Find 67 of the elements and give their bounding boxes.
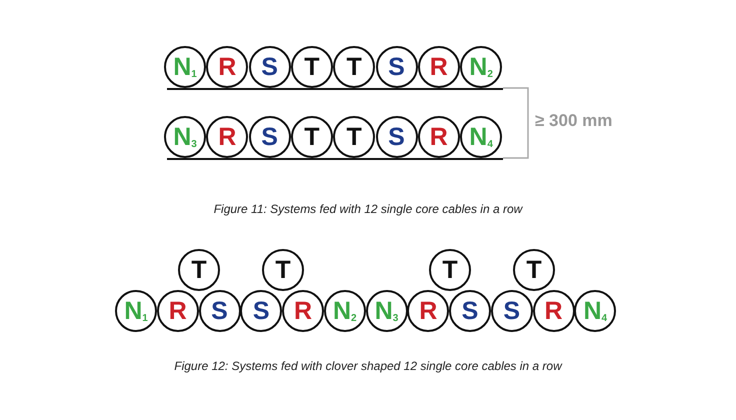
cable-circle: [376, 116, 418, 158]
phase-letter: R: [168, 298, 187, 324]
phase-letter: T: [304, 54, 320, 80]
phase-letter: S: [388, 124, 405, 150]
phase-letter: N$_{2}$: [332, 298, 357, 324]
phase-letter: S: [252, 298, 270, 324]
cable-circle: [333, 46, 376, 88]
phase-letter: S: [462, 298, 478, 324]
phase-letter: N$_{1}$: [173, 54, 197, 80]
cable-circle: [240, 290, 282, 332]
cable-circle: [366, 290, 408, 332]
phase-letter: R: [430, 54, 448, 80]
cable-circle: [407, 290, 450, 332]
phase-letter: R: [218, 54, 236, 80]
phase-letter: N$_{3}$: [173, 124, 197, 150]
phase-letter: T: [346, 124, 362, 150]
cable-circle: [164, 46, 206, 88]
cable-circle: [156, 290, 199, 332]
cable-circle: [418, 46, 460, 88]
phase-letter: N$_{4}$: [583, 298, 608, 324]
cable-circle: [248, 46, 291, 88]
cable-circle: [532, 290, 574, 332]
phase-letter: R: [430, 124, 448, 150]
cable-circle: [262, 249, 304, 291]
figure-caption: Figure 11: Systems fed with 12 single core cables in a row: [214, 202, 522, 216]
phase-letter: S: [261, 124, 278, 150]
cable-circle: [206, 46, 248, 88]
cable-circle: [248, 116, 291, 158]
phase-letter: N$_{3}$: [374, 298, 398, 324]
phase-letter: T: [526, 258, 542, 282]
phase-letter: R: [544, 298, 563, 324]
phase-letter: T: [191, 258, 207, 282]
cable-circle: [574, 290, 616, 332]
phase-letter: S: [388, 54, 405, 80]
figure-caption: Figure 12: Systems fed with clover shaped 12 single core cables in a row: [174, 359, 562, 373]
phase-letter: S: [503, 298, 520, 324]
dimension-label: ≥ 300 mm: [535, 111, 612, 131]
cable-circle: [513, 249, 555, 291]
phase-letter: N$_{1}$: [124, 298, 148, 324]
phase-letter: T: [346, 54, 362, 80]
cable-circle: [178, 249, 220, 291]
phase-letter: T: [304, 124, 320, 150]
cable-circle: [376, 46, 418, 88]
phase-letter: R: [294, 298, 312, 324]
cable-circle: [282, 290, 324, 332]
cable-circle: [290, 46, 333, 88]
cable-circle: [206, 116, 248, 158]
cable-circle: [418, 116, 460, 158]
cable-circle: [198, 290, 240, 332]
cable-circle: [164, 116, 206, 158]
cable-circle: [429, 249, 471, 291]
cable-circle: [115, 290, 157, 332]
cable-circle: [490, 290, 533, 332]
phase-letter: N$_{4}$: [469, 124, 493, 150]
cable-circle: [333, 116, 376, 158]
cable-circle: [290, 116, 333, 158]
cable-circle: [449, 290, 491, 332]
cable-circle: [460, 116, 502, 158]
cable-circle: [460, 46, 502, 88]
phase-letter: R: [218, 124, 236, 150]
phase-letter: N$_{2}$: [469, 54, 493, 80]
phase-letter: T: [442, 258, 458, 282]
phase-letter: R: [419, 298, 438, 324]
phase-letter: S: [261, 54, 278, 80]
cable-circle: [324, 290, 366, 332]
phase-letter: T: [275, 258, 291, 282]
phase-letter: S: [211, 298, 228, 324]
